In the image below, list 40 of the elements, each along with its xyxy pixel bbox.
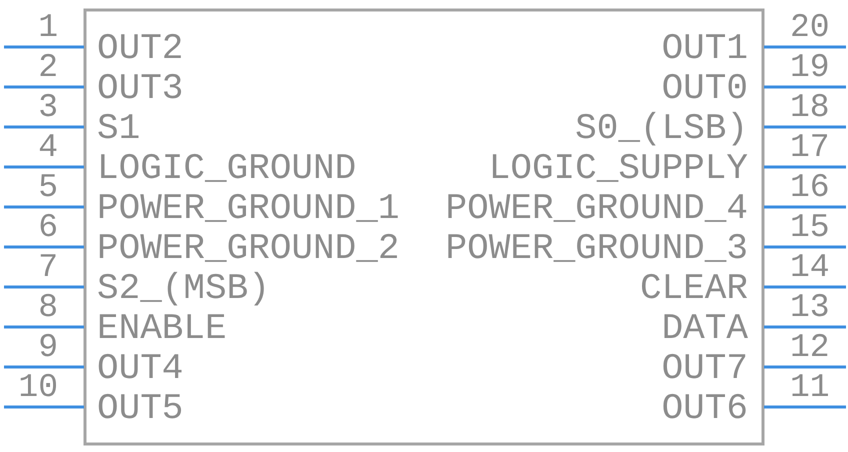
pin-name: OUT0	[662, 71, 748, 107]
pin-name: OUT7	[662, 351, 748, 387]
pin-name: OUT3	[97, 71, 184, 107]
pin-number: 11	[790, 371, 830, 404]
pin-name: POWER_GROUND_3	[446, 231, 748, 267]
pin-number: 14	[790, 251, 830, 284]
pin-number: 9	[38, 331, 58, 364]
pin-number: 15	[790, 211, 830, 244]
pin-name: POWER_GROUND_1	[97, 191, 400, 227]
pin-name: OUT4	[97, 351, 184, 387]
pin-name: CLEAR	[640, 271, 748, 307]
pin-name: OUT1	[662, 31, 748, 67]
pin-number: 19	[790, 51, 830, 84]
pin-number: 10	[18, 371, 58, 404]
pin-number: 12	[790, 331, 830, 364]
pin-number: 16	[790, 171, 830, 204]
pin-number: 20	[790, 11, 830, 44]
pin-number: 7	[38, 251, 58, 284]
pin-name: POWER_GROUND_2	[97, 231, 400, 267]
pin-name: POWER_GROUND_4	[446, 191, 748, 227]
pin-number: 3	[38, 91, 58, 124]
pin-name: OUT6	[662, 391, 748, 427]
pin-name: OUT2	[97, 31, 184, 67]
pin-number: 8	[38, 291, 58, 324]
pin-name: LOGIC_GROUND	[97, 151, 356, 187]
pin-name: DATA	[662, 311, 748, 347]
pin-name: LOGIC_SUPPLY	[488, 151, 748, 187]
pin-number: 4	[38, 131, 58, 164]
pin-name: S0_(LSB)	[575, 111, 748, 147]
pin-name: OUT5	[97, 391, 184, 427]
pin-name: S1	[97, 111, 140, 147]
pin-number: 18	[790, 91, 830, 124]
pin-number: 13	[790, 291, 830, 324]
pin-number: 17	[790, 131, 830, 164]
pin-number: 5	[38, 171, 58, 204]
pin-number: 1	[38, 11, 58, 44]
pin-number: 6	[38, 211, 58, 244]
pin-number: 2	[38, 51, 58, 84]
pin-name: S2_(MSB)	[97, 271, 270, 307]
pin-name: ENABLE	[97, 311, 227, 347]
